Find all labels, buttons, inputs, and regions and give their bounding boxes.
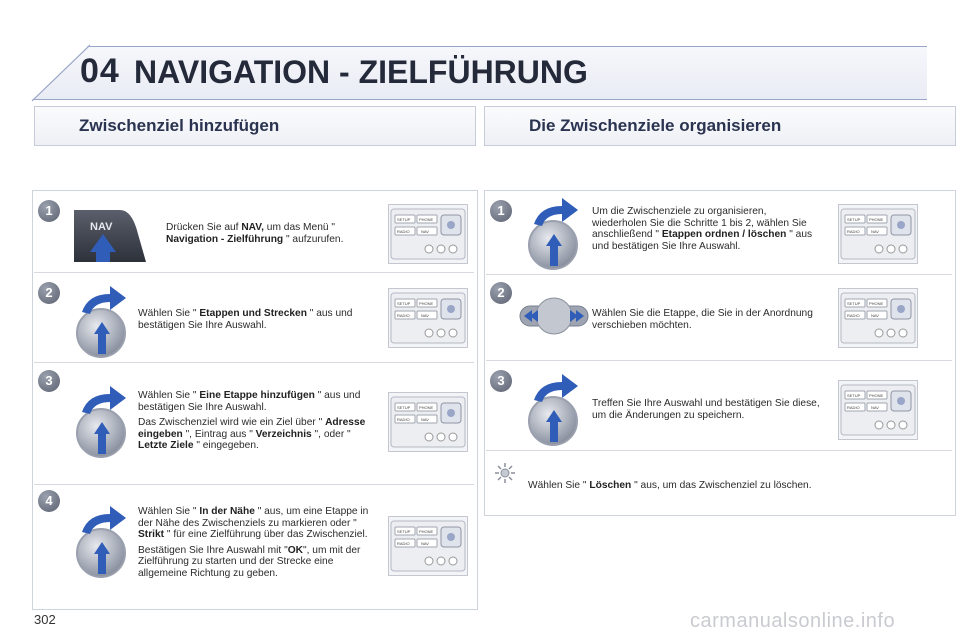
step-badge: 1 <box>490 200 512 222</box>
chapter-header <box>32 46 927 100</box>
svg-text:NAV: NAV <box>871 313 879 318</box>
svg-text:PHONE: PHONE <box>419 405 434 410</box>
rotate-arrow-icon <box>82 506 126 574</box>
step-badge: 3 <box>38 370 60 392</box>
nav-button-icon: NAV <box>74 210 146 262</box>
svg-text:SETUP: SETUP <box>847 393 861 398</box>
rotate-arrow-icon <box>82 386 126 454</box>
divider <box>486 360 952 361</box>
svg-text:NAV: NAV <box>871 405 879 410</box>
svg-text:SETUP: SETUP <box>397 405 411 410</box>
direction-pad-icon <box>519 297 589 335</box>
divider <box>34 484 474 485</box>
sun-icon <box>495 463 515 483</box>
divider <box>34 362 474 363</box>
radio-panel-image: SETUP PHONE RADIO NAV <box>388 392 468 452</box>
step-badge: 3 <box>490 370 512 392</box>
step-badge: 2 <box>490 282 512 304</box>
step-text: Wählen Sie " Eine Etappe hinzufügen " au… <box>138 390 366 452</box>
svg-text:RADIO: RADIO <box>397 313 410 318</box>
radio-panel-image: SETUP PHONE RADIO NAV <box>838 204 918 264</box>
svg-text:SETUP: SETUP <box>397 217 411 222</box>
section-title: Zwischenziel hinzufügen <box>79 116 280 135</box>
step-text: Wählen Sie " Löschen " aus, um das Zwisc… <box>528 480 812 491</box>
radio-panel-image: SETUP PHONE RADIO NAV <box>838 380 918 440</box>
svg-text:SETUP: SETUP <box>397 529 411 534</box>
step-text: Wählen Sie " In der Nähe " aus, um eine … <box>138 506 369 579</box>
rotate-arrow-icon <box>534 198 578 266</box>
divider <box>486 450 952 451</box>
svg-text:NAV: NAV <box>421 541 429 546</box>
rotate-arrow-icon <box>82 286 126 354</box>
radio-panel-image: SETUP PHONE RADIO NAV <box>838 288 918 348</box>
svg-text:NAV: NAV <box>421 229 429 234</box>
header-slant <box>30 44 90 102</box>
radio-panel-image: SETUP PHONE RADIO NAV <box>388 288 468 348</box>
svg-text:RADIO: RADIO <box>397 229 410 234</box>
svg-text:SETUP: SETUP <box>847 301 861 306</box>
svg-text:NAV: NAV <box>871 229 879 234</box>
step-text: Um die Zwischenziele zu organisieren, wi… <box>592 206 813 252</box>
divider <box>486 274 952 275</box>
svg-text:NAV: NAV <box>421 313 429 318</box>
section-heading-left: Zwischenziel hinzufügen <box>34 106 476 146</box>
section-heading-right: Die Zwischenziele organisieren <box>484 106 956 146</box>
section-title: Die Zwischenziele organisieren <box>529 116 782 135</box>
svg-text:PHONE: PHONE <box>869 393 884 398</box>
svg-text:NAV: NAV <box>421 417 429 422</box>
page-number: 302 <box>34 612 56 627</box>
svg-text:RADIO: RADIO <box>397 541 410 546</box>
step-badge: 1 <box>38 200 60 222</box>
chapter-title: NAVIGATION - ZIELFÜHRUNG <box>134 54 588 90</box>
radio-panel-image: SETUP PHONE RADIO NAV <box>388 516 468 576</box>
step-text: Wählen Sie " Etappen und Strecken " aus … <box>138 308 353 331</box>
radio-panel-image: SETUP PHONE RADIO NAV <box>388 204 468 264</box>
svg-text:SETUP: SETUP <box>847 217 861 222</box>
svg-text:PHONE: PHONE <box>419 217 434 222</box>
svg-text:PHONE: PHONE <box>419 301 434 306</box>
watermark: carmanualsonline.info <box>690 610 896 632</box>
svg-text:PHONE: PHONE <box>869 301 884 306</box>
svg-text:PHONE: PHONE <box>419 529 434 534</box>
svg-text:RADIO: RADIO <box>847 229 860 234</box>
svg-text:RADIO: RADIO <box>847 405 860 410</box>
chapter-number: 04 <box>80 52 120 90</box>
rotate-arrow-icon <box>534 374 578 442</box>
nav-label: NAV <box>90 221 113 233</box>
svg-text:RADIO: RADIO <box>397 417 410 422</box>
step-text: Drücken Sie auf NAV, um das Menü " Navig… <box>166 222 344 245</box>
divider <box>34 272 474 273</box>
svg-text:RADIO: RADIO <box>847 313 860 318</box>
svg-text:SETUP: SETUP <box>397 301 411 306</box>
step-text: Treffen Sie Ihre Auswahl und bestätigen … <box>592 398 820 421</box>
step-badge: 4 <box>38 490 60 512</box>
step-badge: 2 <box>38 282 60 304</box>
svg-text:PHONE: PHONE <box>869 217 884 222</box>
step-text: Wählen Sie die Etappe, die Sie in der An… <box>592 308 813 331</box>
